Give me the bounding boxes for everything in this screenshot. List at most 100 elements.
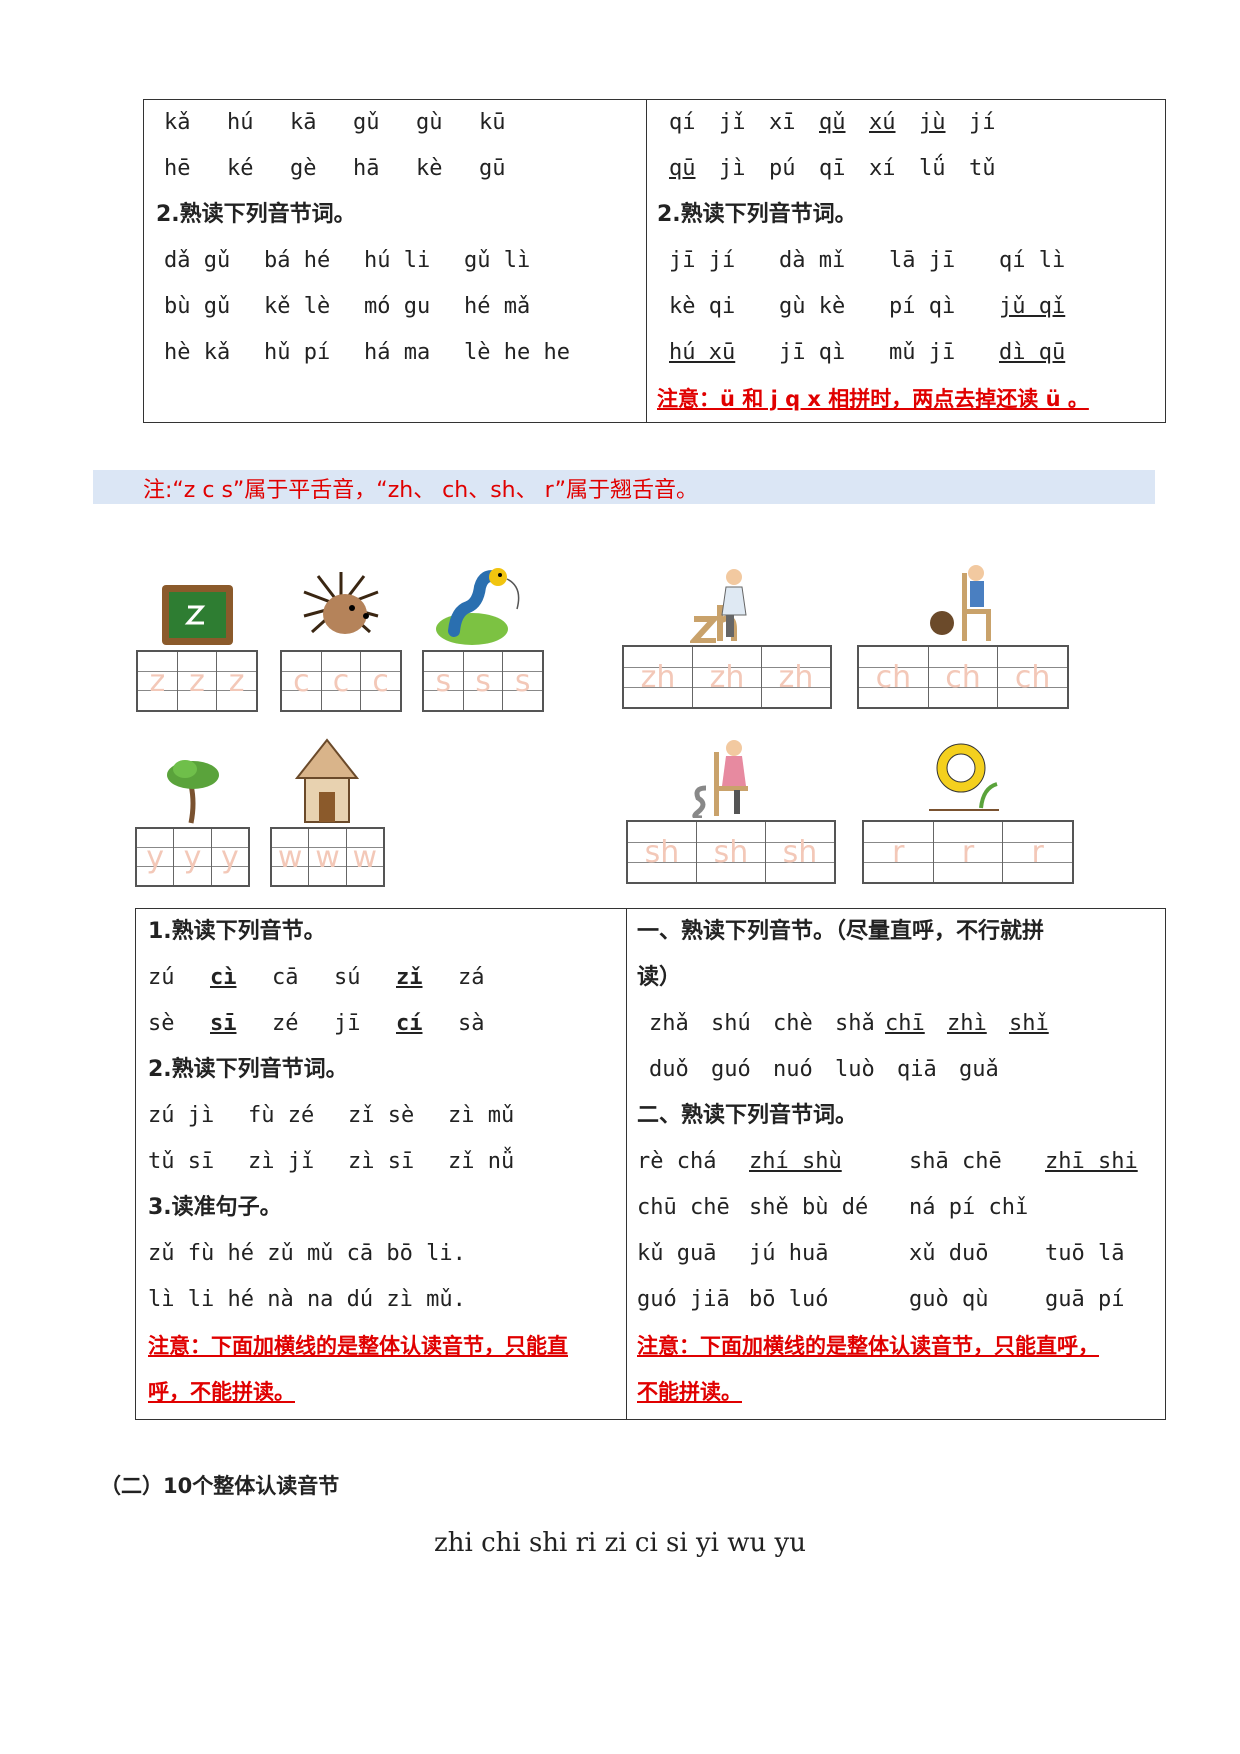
syllable: ké <box>227 156 254 181</box>
word: guò qù <box>909 1287 989 1312</box>
word: jī qì <box>779 340 846 365</box>
word: zì jǐ <box>248 1149 315 1174</box>
grid-letter: zh <box>640 659 676 695</box>
word: mǔ jī <box>889 340 956 365</box>
word: hè kǎ <box>164 340 231 365</box>
grid-letter: c <box>332 663 350 699</box>
grid-letter: s <box>514 663 531 699</box>
syllable: hā <box>353 156 380 181</box>
syllable: gè <box>290 156 317 181</box>
grid-letter: sh <box>782 834 818 870</box>
word: shě bù dé <box>749 1195 869 1220</box>
syllable: shǎ <box>835 1011 875 1036</box>
letter-grid-s: s s s <box>422 650 544 712</box>
whole-syllable: sī <box>210 1011 237 1036</box>
syllable: kè <box>416 156 443 181</box>
section-heading-cont: 读） <box>637 965 682 990</box>
note-umlaut: 注意：ü 和 j q x 相拼时，两点去掉还读 ü 。 <box>657 387 1089 411</box>
word: zì sī <box>348 1149 415 1174</box>
syllable: jī <box>334 1011 361 1036</box>
whole-syllable: zǐ <box>396 965 423 990</box>
whole-syllables-list: zhi chi shi ri zi ci si yi wu yu <box>434 1528 806 1558</box>
banner-text: 注:“z c s”属于平舌音，“zh、 ch、sh、 r”属于翘舌音。 <box>143 478 698 503</box>
section-heading: 二、熟读下列音节词。 <box>637 1103 858 1128</box>
grid-letter: r <box>961 834 975 870</box>
sentence: lì li hé nà na dú zì mǔ. <box>148 1287 466 1312</box>
grid-letter: z <box>228 663 245 699</box>
note-whole-syllable: 注意：下面加横线的是整体认读音节，只能直 <box>148 1334 568 1358</box>
grid-letter: r <box>1031 834 1044 870</box>
letter-grid-r: r r r <box>862 820 1074 884</box>
syllable: qī <box>819 156 846 181</box>
letter-grid-z: z z z <box>136 650 258 712</box>
sentence: zǔ fù hé zǔ mǔ cā bō li. <box>148 1241 466 1266</box>
syllable: hē <box>164 156 191 181</box>
grid-letter: w <box>277 839 303 875</box>
word: jǔ qǐ <box>999 294 1066 319</box>
word: hé mǎ <box>464 294 531 319</box>
house-icon <box>295 738 359 823</box>
grid-letter: z <box>149 663 166 699</box>
syllable: qū <box>669 156 696 181</box>
grid-letter: r <box>892 834 905 870</box>
grid-letter: z <box>189 663 205 699</box>
word: dà mǐ <box>779 248 846 273</box>
syllable: xú <box>869 110 896 135</box>
word: zǐ sè <box>348 1103 415 1128</box>
syllable: duǒ <box>649 1057 689 1082</box>
syllable: gū <box>479 156 506 181</box>
syllable: xí <box>869 156 896 181</box>
section-heading: 1.熟读下列音节。 <box>148 919 326 944</box>
syllable: cā <box>272 965 299 990</box>
tree-icon <box>167 760 219 824</box>
syllable: kǎ <box>164 110 191 135</box>
tongue-sound-banner: 注:“z c s”属于平舌音，“zh、 ch、sh、 r”属于翘舌音。 <box>93 470 1155 504</box>
section-heading: 2.熟读下列音节词。 <box>156 202 356 227</box>
knitting-person-icon <box>690 569 747 643</box>
syllable: chè <box>773 1011 813 1036</box>
grid-letter: y <box>183 839 202 875</box>
syllable: sè <box>148 1011 175 1036</box>
word: kè qi <box>669 294 736 319</box>
syllable: gù <box>416 110 443 135</box>
word: ná pí chǐ <box>909 1195 1029 1220</box>
word: bù gǔ <box>164 294 231 319</box>
section-heading: 3.读准句子。 <box>148 1195 282 1220</box>
letter-grid-zh: zh zh zh <box>622 645 832 709</box>
grid-letter: w <box>315 839 340 875</box>
whole-syllable: shǐ <box>1009 1011 1049 1036</box>
grid-letter: w <box>352 839 378 875</box>
word: zhí shù <box>749 1149 842 1174</box>
grid-letter: ch <box>1014 659 1051 695</box>
letter-grid-w: w w w <box>270 827 385 887</box>
grid-letter: c <box>372 663 389 699</box>
boy-on-chair-icon <box>930 565 991 641</box>
letter-grid-ch: ch ch ch <box>857 645 1069 709</box>
whole-syllable: cí <box>396 1011 423 1036</box>
whole-syllable: zhì <box>947 1011 987 1036</box>
syllable: luò <box>835 1057 875 1082</box>
word: hú xū <box>669 340 736 365</box>
grid-letter: sh <box>713 834 749 870</box>
syllable: hú <box>227 110 254 135</box>
word: zhī shi <box>1045 1149 1138 1174</box>
syllable: guǎ <box>959 1057 999 1082</box>
syllable: sú <box>334 965 361 990</box>
note-whole-syllable: 注意：下面加横线的是整体认读音节，只能直呼， <box>637 1334 1099 1358</box>
grid-letter: ch <box>945 659 981 695</box>
word: lā jī <box>889 248 956 273</box>
word: shā chē <box>909 1149 1002 1174</box>
